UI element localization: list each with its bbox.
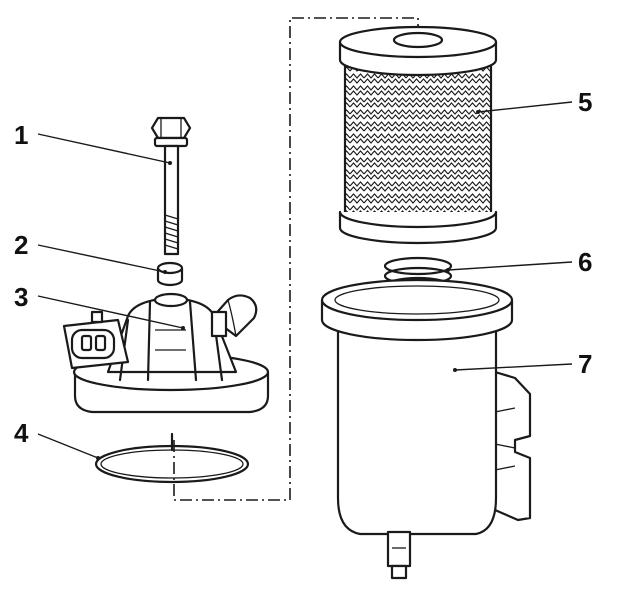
leader-3: [37, 295, 184, 329]
callout-7: 7: [578, 349, 592, 379]
callout-3: 3: [14, 282, 28, 312]
callout-1: 1: [14, 120, 28, 150]
leader-7: [454, 363, 573, 371]
leader-2: [37, 244, 166, 273]
callout-2: 2: [14, 230, 28, 260]
washer: [156, 261, 184, 287]
leader-4: [37, 433, 99, 459]
callout-5: 5: [578, 87, 592, 117]
callout-6: 6: [578, 247, 592, 277]
assembly-line: [173, 17, 419, 501]
filter-housing: [320, 278, 532, 580]
leader-5: [477, 101, 573, 113]
o-ring: [94, 432, 250, 484]
filter-head: [62, 292, 270, 414]
leader-6: [447, 261, 573, 271]
filter-element: [338, 25, 498, 245]
bolt: [150, 116, 192, 256]
leader-1: [37, 133, 171, 164]
callout-4: 4: [14, 418, 29, 448]
